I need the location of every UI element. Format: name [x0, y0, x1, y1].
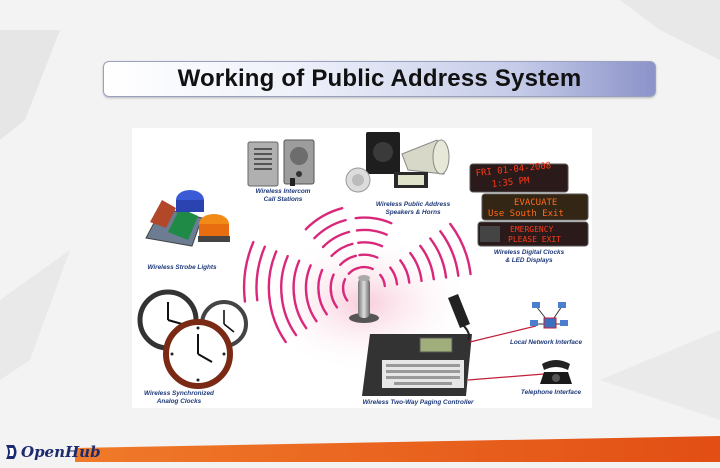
led-line2: 1:35 PM [491, 176, 530, 190]
pa-system-diagram: FRI 01-04-2008 1:35 PM EVACUATE Use Sout… [132, 128, 592, 408]
speakers-horns-icon [345, 132, 450, 193]
openhub-logo: OpenHub [4, 441, 101, 463]
wave-intercom [304, 207, 361, 275]
label-network: Local Network Interface [509, 339, 583, 346]
analog-clocks-icon [137, 289, 248, 389]
label-speakers: Wireless Public Address Speakers & Horns [375, 201, 451, 216]
label-displays: Wireless Digital Clocks & LED Displays [493, 249, 565, 264]
slide-title-bar: Working of Public Address System [103, 61, 656, 97]
led-line5: EMERGENCY [510, 225, 554, 234]
logo-mark-icon [6, 445, 17, 459]
label-clocks: Wireless Synchronized Analog Clocks [144, 390, 214, 405]
antenna-icon [349, 275, 379, 323]
telephone-icon [540, 360, 572, 384]
wave-speakers [354, 216, 393, 271]
label-telephone: Telephone Interface [520, 389, 582, 396]
strobe-lights-icon [145, 190, 230, 247]
label-strobe: Wireless Strobe Lights [147, 264, 217, 271]
network-interface-icon [530, 302, 568, 329]
diagram-drawing: FRI 01-04-2008 1:35 PM EVACUATE Use Sout… [137, 132, 589, 396]
logo-text: OpenHub [21, 443, 101, 461]
wireless-waves [242, 207, 472, 344]
led-line4: Use South Exit [488, 209, 564, 219]
connector-lines [467, 325, 545, 381]
wave-displays [379, 222, 472, 288]
intercom-call-stations-icon [247, 139, 315, 187]
slide-title: Working of Public Address System [177, 65, 582, 92]
led-displays-icon: FRI 01-04-2008 1:35 PM EVACUATE Use Sout… [469, 161, 589, 247]
led-line3: EVACUATE [514, 198, 557, 208]
footer-stripe [75, 436, 720, 462]
label-intercom: Wireless Intercom Call Stations [255, 188, 311, 203]
label-paging: Wireless Two-Way Paging Controller [362, 399, 474, 406]
led-line6: PLEASE EXIT [508, 235, 561, 244]
wave-clocks [268, 288, 349, 344]
paging-controller-icon [362, 294, 472, 396]
